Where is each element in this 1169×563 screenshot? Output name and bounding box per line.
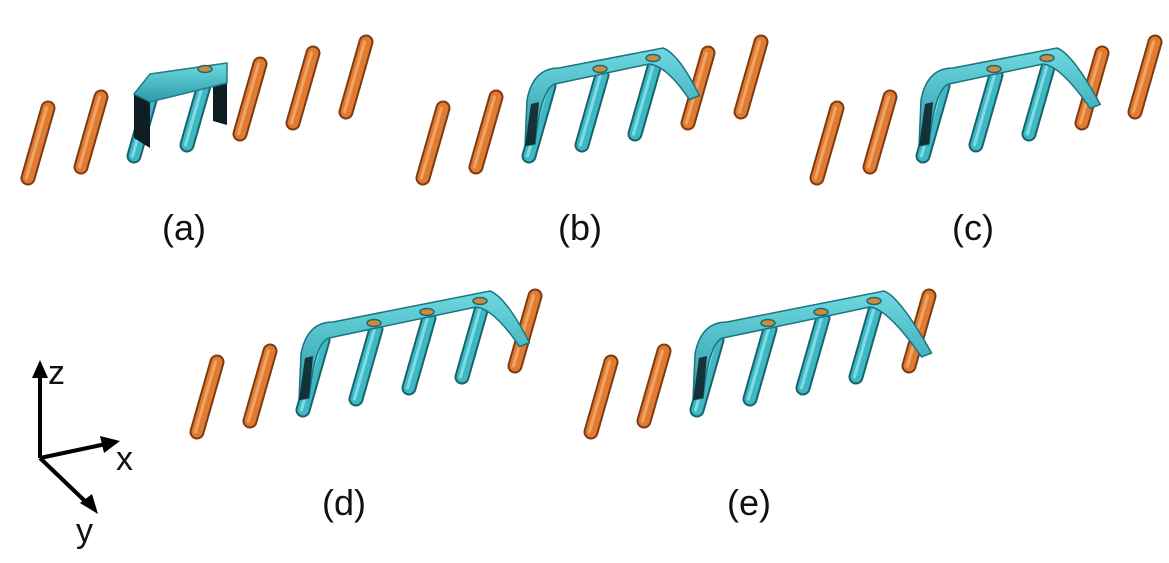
cap-hole-4	[645, 53, 661, 63]
panel-a	[20, 34, 374, 186]
cap-left-shadow	[919, 102, 933, 146]
cap-left-wall	[134, 94, 150, 148]
rod-6-highlight	[738, 40, 761, 114]
rod-4	[401, 310, 437, 396]
rod-0-highlight	[194, 360, 217, 434]
rod-4	[795, 310, 831, 396]
y-axis-label: y	[76, 512, 93, 550]
cap-hole-3	[592, 64, 608, 74]
x-axis-arrow	[39, 442, 107, 460]
rod-4	[232, 56, 268, 142]
cap-hole-3	[986, 64, 1002, 74]
cap-hole-4	[1039, 53, 1055, 63]
y-axis-arrow	[38, 456, 90, 506]
cap-sheet	[918, 47, 1102, 147]
cap-left-shadow	[525, 102, 539, 146]
rod-6	[338, 34, 374, 120]
rod-5-highlight	[853, 305, 876, 379]
rod-0	[809, 100, 845, 186]
cap-hole-3	[760, 318, 776, 328]
rod-0-highlight	[588, 360, 611, 434]
rod-5	[285, 45, 321, 131]
rod-3-highlight	[579, 73, 602, 147]
rod-5-highlight	[290, 51, 313, 125]
rod-0	[20, 100, 56, 186]
rod-3	[742, 321, 778, 407]
rod-0	[415, 100, 451, 186]
rod-3-highlight	[747, 327, 770, 401]
rod-3-highlight	[353, 327, 376, 401]
rod-4-highlight	[237, 62, 260, 136]
rod-5	[454, 299, 490, 385]
cap-sheet	[132, 62, 228, 148]
cap-hole-5	[866, 296, 882, 306]
rod-1-highlight	[641, 349, 664, 423]
panel-d	[189, 288, 543, 440]
cap-left-shadow	[693, 356, 707, 400]
rod-3	[348, 321, 384, 407]
cap-hole-3	[366, 318, 382, 328]
cap-sheet	[298, 290, 531, 401]
rod-1-highlight	[247, 349, 270, 423]
rod-1	[468, 89, 504, 175]
rod-6	[733, 34, 769, 120]
panel-label-c: (c)	[952, 207, 994, 248]
rod-6	[1127, 34, 1163, 120]
rod-5	[680, 45, 716, 131]
rod-1	[242, 343, 278, 429]
y-axis-arrowhead	[80, 494, 98, 514]
rod-1-highlight	[473, 95, 496, 169]
panel-label-e: (e)	[727, 482, 771, 523]
cap-hole-5	[472, 296, 488, 306]
rod-3-highlight	[973, 73, 996, 147]
rod-0-highlight	[25, 106, 48, 180]
rod-5-highlight	[685, 51, 708, 125]
cap-drape	[692, 290, 933, 401]
rod-3	[574, 67, 610, 153]
axis-triad: z x y	[32, 354, 133, 550]
z-axis-label: z	[48, 354, 65, 392]
rod-1-highlight	[867, 95, 890, 169]
rod-4-highlight	[632, 62, 655, 136]
cap-drape	[298, 290, 531, 401]
rod-0-highlight	[814, 106, 837, 180]
rod-5-highlight	[459, 305, 482, 379]
cap-right-wall	[213, 79, 227, 125]
rod-6-highlight	[1132, 40, 1155, 114]
rod-3	[968, 67, 1004, 153]
cap-sheet	[524, 47, 701, 147]
rod-0-highlight	[420, 106, 443, 180]
panels-layer	[20, 34, 1163, 440]
panel-label-d: (d)	[322, 482, 366, 523]
rod-1-highlight	[78, 95, 101, 169]
cap-sheet	[692, 290, 933, 401]
x-axis-arrowhead	[100, 436, 120, 453]
rod-4	[627, 56, 663, 142]
cap-left-shadow	[299, 356, 313, 400]
panel-e	[583, 288, 937, 440]
rod-6-highlight	[343, 40, 366, 114]
z-axis-arrowhead	[32, 360, 48, 378]
cap-drape	[918, 47, 1102, 147]
rod-4-highlight	[406, 316, 429, 390]
panel-c	[809, 34, 1163, 186]
x-axis-label: x	[116, 440, 133, 478]
cap-drape	[524, 47, 701, 147]
rod-4	[1021, 56, 1057, 142]
panel-b	[415, 34, 769, 186]
rod-1	[862, 89, 898, 175]
panel-label-b: (b)	[558, 207, 602, 248]
rod-4-highlight	[800, 316, 823, 390]
rod-1	[636, 343, 672, 429]
cap-hole-3	[197, 64, 213, 74]
rod-0	[189, 354, 225, 440]
cap-hole-4	[419, 307, 435, 317]
rod-5	[848, 299, 884, 385]
rod-4-highlight	[1026, 62, 1049, 136]
panel-label-a: (a)	[162, 207, 206, 248]
cap-hole-4	[813, 307, 829, 317]
rod-0	[583, 354, 619, 440]
rod-1	[73, 89, 109, 175]
